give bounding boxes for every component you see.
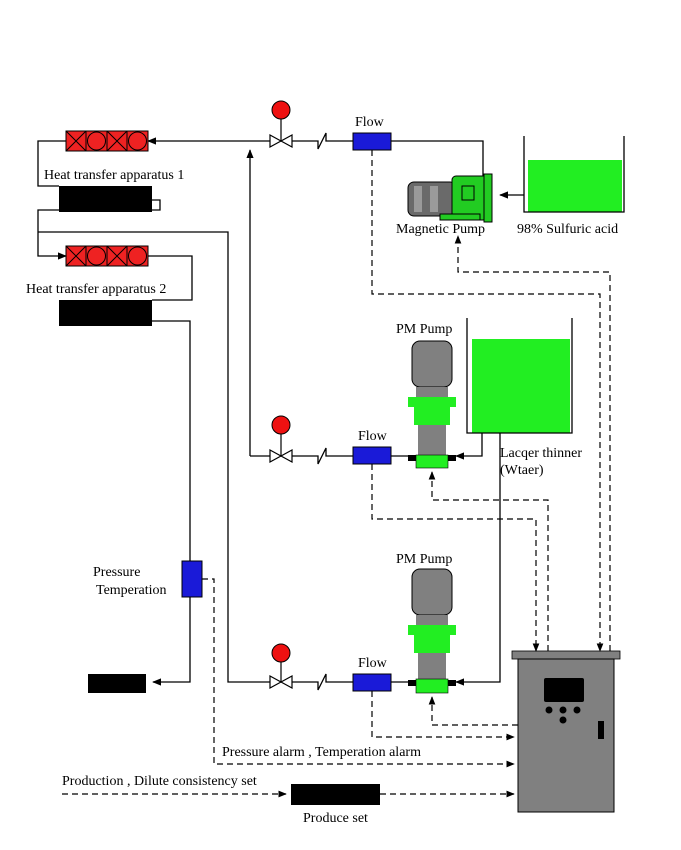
magnetic-pump-label: Magnetic Pump: [396, 222, 485, 237]
pressure-gauge-icon: [271, 643, 291, 663]
control-panel: [511, 650, 621, 813]
check-valve-icon: [312, 447, 334, 465]
pressure-gauge-icon: [271, 100, 291, 120]
gate-valve-icon: [269, 433, 293, 464]
check-valve-icon: [312, 132, 334, 150]
signal-lines: [62, 150, 611, 798]
return-line-bottom: [38, 231, 270, 683]
heater-element-1: [65, 130, 149, 152]
flow-label-bottom: Flow: [358, 656, 388, 671]
tank-to-pump-bottom: [455, 433, 501, 686]
heat-transfer-1-label: Heat transfer apparatus 1: [44, 168, 184, 183]
pressure-gauge-icon: [271, 415, 291, 435]
gate-valve-icon: [269, 117, 293, 149]
sulfuric-acid-label: 98% Sulfuric acid: [517, 222, 618, 237]
pm-pump-bottom-label: PM Pump: [396, 552, 452, 567]
tank-to-pump-mid: [455, 433, 483, 460]
check-valve-icon: [312, 673, 334, 691]
control-panel-screen: [544, 678, 584, 702]
produce-set-block: [291, 784, 380, 805]
sulfuric-acid-tank: [523, 136, 625, 213]
heat-transfer-2-label: Heat transfer apparatus 2: [26, 282, 166, 297]
lacquer-thinner-tank: [466, 318, 573, 434]
produce-set-label: Produce set: [303, 811, 368, 826]
heater-element-2: [65, 245, 149, 267]
pressure-label: Pressure: [93, 565, 140, 580]
heat-transfer-1-block: [59, 186, 152, 212]
flow-label-mid: Flow: [358, 429, 388, 444]
lacquer-thinner-label-1: Lacqer thinner: [500, 446, 582, 461]
pm-pump-top-label: PM Pump: [396, 322, 452, 337]
pm-pump-top-icon: [408, 340, 456, 469]
gate-valve-icon: [269, 661, 293, 690]
temperation-label: Temperation: [96, 583, 167, 598]
flow-meter-mid: [352, 446, 392, 465]
flow-meter-bottom: [352, 673, 392, 692]
lacquer-thinner-label-2: (Wtaer): [500, 463, 544, 478]
heater-piping: [37, 140, 193, 686]
outlet-block: [88, 674, 146, 693]
magnetic-pump-icon: [407, 173, 493, 223]
alarm-label: Pressure alarm , Temperation alarm: [222, 745, 421, 760]
pump-discharge-line-top: [391, 140, 484, 176]
flow-label-top: Flow: [355, 115, 385, 130]
pressure-sensor: [181, 560, 203, 598]
flow-meter-top: [352, 132, 392, 151]
production-label: Production , Dilute consistency set: [62, 774, 257, 789]
heat-transfer-2-block: [59, 300, 152, 326]
pm-pump-bottom-icon: [408, 568, 456, 694]
